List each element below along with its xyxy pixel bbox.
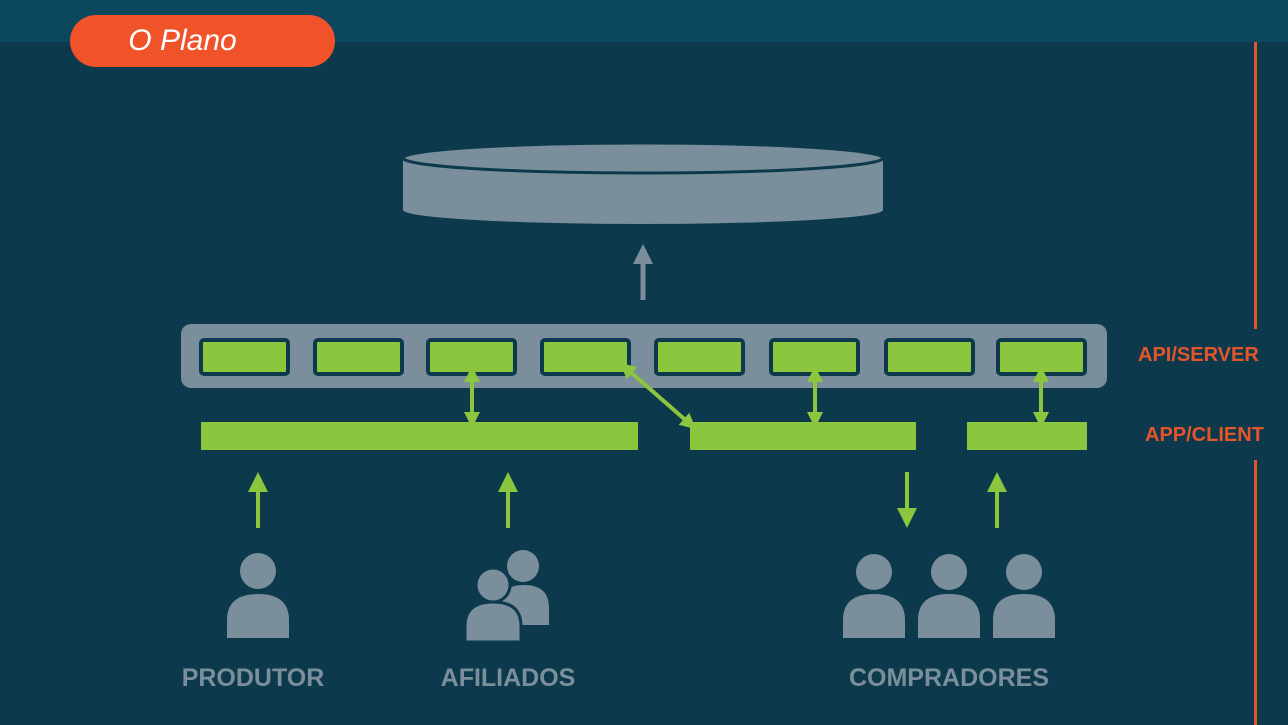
page-title: O Plano — [128, 24, 237, 57]
comprador-2-head — [931, 554, 967, 590]
produtor-label: PRODUTOR — [181, 664, 325, 692]
afiliados-group-icon — [463, 550, 549, 644]
compradores-up-arrow — [987, 472, 1007, 528]
api-server-label: API/SERVER — [1138, 344, 1259, 366]
database-icon — [401, 141, 885, 224]
produtor-up-arrow — [248, 472, 268, 528]
server-module-5 — [654, 338, 745, 376]
client-bar-compradores-2 — [967, 422, 1087, 450]
server-module-1 — [199, 338, 290, 376]
server-module-6 — [769, 338, 860, 376]
server-module-7 — [884, 338, 975, 376]
server-client-arrow-2 — [619, 362, 697, 430]
client-bar-produtor-afiliados — [201, 422, 638, 450]
compradores-group-icon — [843, 554, 1055, 638]
compradores-down-arrow — [897, 472, 917, 528]
afiliados-label: AFILIADOS — [440, 664, 576, 692]
comprador-3-head — [1006, 554, 1042, 590]
server-to-database-arrow — [633, 244, 653, 300]
comprador-1-head — [856, 554, 892, 590]
comprador-2-body — [918, 594, 980, 638]
server-module-2 — [313, 338, 404, 376]
app-client-label: APP/CLIENT — [1145, 424, 1264, 446]
api-server-box — [181, 324, 1107, 388]
produtor-person-icon — [227, 553, 289, 638]
server-module-4 — [540, 338, 631, 376]
right-divider-upper — [1254, 42, 1257, 329]
afiliados-up-arrow — [498, 472, 518, 528]
server-module-3 — [426, 338, 517, 376]
title-pill: O Plano — [70, 15, 335, 67]
server-module-8 — [996, 338, 1087, 376]
comprador-1-body — [843, 594, 905, 638]
comprador-3-body — [993, 594, 1055, 638]
client-bar-compradores — [690, 422, 916, 450]
right-divider-lower — [1254, 460, 1257, 725]
compradores-label: COMPRADORES — [848, 664, 1049, 692]
